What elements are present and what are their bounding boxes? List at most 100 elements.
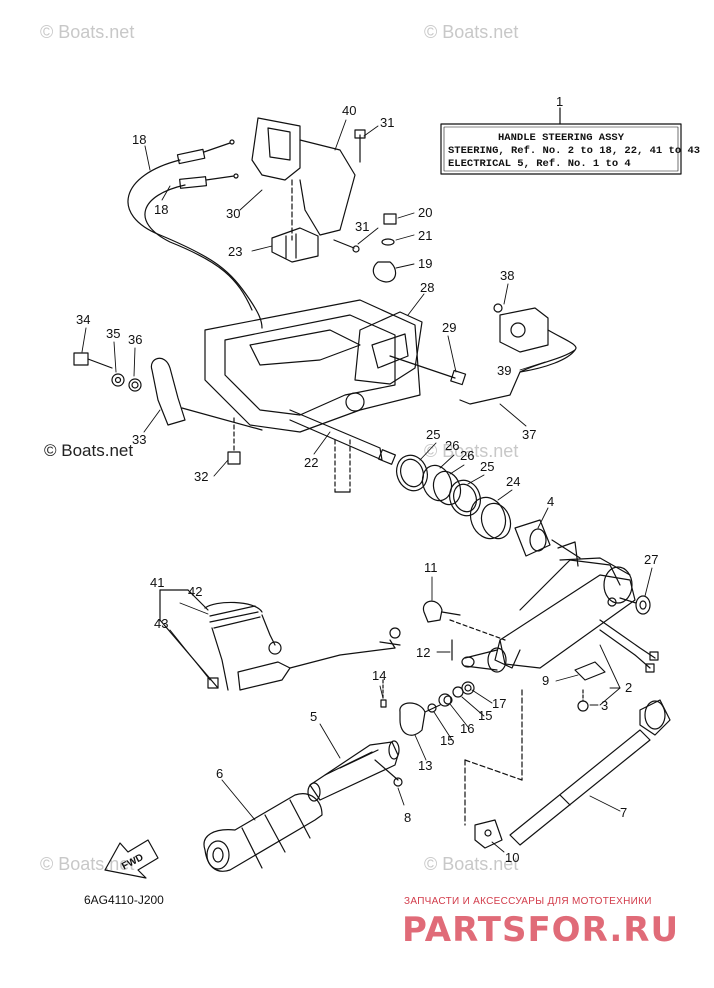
- bolt-31: [354, 129, 366, 163]
- screw-8: [374, 759, 403, 787]
- bracket-30: [251, 117, 356, 241]
- callout-9: 9: [542, 673, 549, 688]
- bolt-34: [73, 352, 113, 369]
- title-box-text: HANDLE STEERING ASSY STEERING, Ref. No. …: [448, 132, 700, 170]
- callout-1: 1: [556, 94, 563, 109]
- bolt-32: [227, 417, 241, 465]
- callout-14: 14: [372, 668, 386, 683]
- stop-switch-11: [422, 600, 506, 661]
- callout-27: 27: [644, 552, 658, 567]
- stop-switch-cord-41: [207, 627, 401, 691]
- stop-33: [150, 357, 263, 431]
- ring-26b: [432, 470, 462, 506]
- callout-25a: 25: [426, 427, 440, 442]
- ring-26a: [421, 464, 453, 502]
- lanyard-42: [204, 601, 282, 691]
- callout-5: 5: [310, 709, 317, 724]
- callout-41: 41: [150, 575, 164, 590]
- ring-25b: [449, 479, 481, 517]
- callout-12: 12: [416, 645, 430, 660]
- callout-15a: 15: [478, 708, 492, 723]
- callout-26a: 26: [445, 438, 459, 453]
- callout-35: 35: [106, 326, 120, 341]
- promo-text: ЗАПЧАСТИ И АКСЕССУАРЫ ДЛЯ МОТОТЕХНИКИ: [404, 896, 652, 907]
- leader-lines: [81, 119, 653, 853]
- callout-4: 4: [547, 494, 554, 509]
- steering-handle-2: [461, 539, 636, 673]
- callout-labels: 1 2 3 4 5 6 7 8 9 10 11 12 13 14 15 15 1…: [76, 94, 658, 865]
- callout-7: 7: [620, 805, 627, 820]
- site-logo: PARTSFOR.RU: [402, 910, 680, 950]
- callout-21: 21: [418, 228, 432, 243]
- callout-41-bracket: [159, 589, 219, 689]
- steering-bracket-22: [204, 299, 421, 493]
- title-line-3: ELECTRICAL 5, Ref. No. 1 to 4: [448, 158, 631, 170]
- callout-36: 36: [128, 332, 142, 347]
- callout-42: 42: [188, 584, 202, 599]
- callout-6: 6: [216, 766, 223, 781]
- bushing-4: [514, 519, 551, 557]
- callout-16: 16: [460, 721, 474, 736]
- title-box: [440, 107, 682, 175]
- callout-19: 19: [418, 256, 432, 271]
- switch-38: [459, 303, 577, 405]
- callout-13: 13: [418, 758, 432, 773]
- callout-20: 20: [418, 205, 432, 220]
- callout-10: 10: [505, 850, 519, 865]
- callout-24: 24: [506, 474, 520, 489]
- watermark: © Boats.net: [424, 854, 519, 874]
- drawing-code: 6AG4110-J200: [84, 893, 164, 907]
- callout-17: 17: [492, 696, 506, 711]
- callout-2: 2: [625, 680, 632, 695]
- watermark: © Boats.net: [424, 22, 519, 42]
- washer-27: [619, 595, 651, 615]
- throttle-parts: [380, 679, 475, 736]
- title-line-1: HANDLE STEERING ASSY: [498, 132, 625, 144]
- grip-6: [203, 793, 323, 872]
- shaft-7: [509, 699, 671, 846]
- callout-18a: 18: [132, 132, 146, 147]
- bolt-29: [389, 355, 467, 386]
- callout-18b: 18: [154, 202, 168, 217]
- callout-11: 11: [424, 560, 438, 575]
- fwd-label: FWD: [120, 852, 145, 872]
- watermark: © Boats.net: [424, 441, 519, 461]
- callout-31b: 31: [355, 219, 369, 234]
- callout-30: 30: [226, 206, 240, 221]
- washers-35-36: [111, 373, 142, 392]
- cover-28: [354, 311, 423, 385]
- callout-22: 22: [304, 455, 318, 470]
- callout-23: 23: [228, 244, 242, 259]
- callout-25b: 25: [480, 459, 494, 474]
- handle-cables: [599, 619, 659, 673]
- callout-32: 32: [194, 469, 208, 484]
- callout-26b: 26: [460, 448, 474, 463]
- fwd-arrow-icon: [104, 839, 159, 879]
- callout-34: 34: [76, 312, 90, 327]
- callout-37: 37: [522, 427, 536, 442]
- watermark: © Boats.net: [40, 22, 135, 42]
- holder-23: [271, 227, 319, 263]
- callout-3: 3: [601, 698, 608, 713]
- callout-31a: 31: [380, 115, 394, 130]
- watermark: © Boats.net: [44, 441, 134, 460]
- callout-33: 33: [132, 432, 146, 447]
- callout-15b: 15: [440, 733, 454, 748]
- title-line-2: STEERING, Ref. No. 2 to 18, 22, 41 to 43: [448, 145, 700, 157]
- bushing-24: [469, 496, 512, 540]
- plate-9: [574, 661, 606, 681]
- callout-28: 28: [420, 280, 434, 295]
- throttle-cables: [127, 139, 263, 329]
- callout-39: 39: [497, 363, 511, 378]
- callout-40: 40: [342, 103, 356, 118]
- bolt-3: [577, 689, 589, 712]
- callout-8: 8: [404, 810, 411, 825]
- ring-25a: [396, 454, 428, 492]
- callout-38: 38: [500, 268, 514, 283]
- callout-43: 43: [154, 616, 168, 631]
- small-parts-19-21: [333, 213, 397, 283]
- bracket-10: [464, 689, 523, 849]
- throttle-shaft-5: [307, 740, 400, 802]
